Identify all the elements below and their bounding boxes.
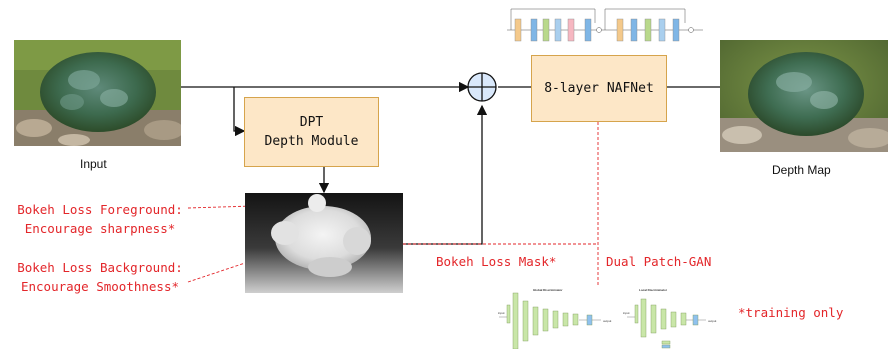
training-only-note: *training only [738,305,844,320]
local-output-label: output [708,319,717,323]
input-caption: Input [80,157,107,171]
fg-loss-desc: Encourage sharpness* [24,221,176,236]
dpt-label: DPT [299,115,324,130]
bg-loss-annotation: Bokeh Loss Background: Encourage Smoothn… [12,258,188,296]
output-image [720,40,888,152]
nafnet-block-thumbnail [505,6,705,46]
output-caption: Depth Map [772,163,831,177]
fg-loss-title: Bokeh Loss Foreground: [17,202,183,217]
fg-loss-annotation: Bokeh Loss Foreground: Encourage sharpne… [12,200,188,238]
input-image [14,40,181,146]
nafnet-module: 8-layer NAFNet [531,55,667,122]
input-to-dpt-line [233,87,246,137]
global-discriminator-title: Global Discriminator [533,288,563,292]
depth-estimate-image [245,193,403,293]
dpt-depth-module: DPT Depth Module [244,97,379,167]
discriminator-thumbnail: Global Discriminator Local Discriminator… [495,287,725,350]
global-input-label: input [498,311,505,315]
global-output-label: output [603,319,612,323]
bg-loss-desc: Encourage Smoothness* [20,279,180,294]
depth-to-adder-line [403,104,488,245]
bg-loss-title: Bokeh Loss Background: [17,260,183,275]
local-input-label: input [623,311,630,315]
bg-annotation-line [187,262,246,283]
local-discriminator-title: Local Discriminator [639,288,668,292]
dual-patchgan-label: Dual Patch-GAN [606,254,712,269]
depth-module-label: Depth Module [264,134,359,149]
adder-icon [467,72,497,102]
bokeh-loss-mask-label: Bokeh Loss Mask* [436,254,557,269]
